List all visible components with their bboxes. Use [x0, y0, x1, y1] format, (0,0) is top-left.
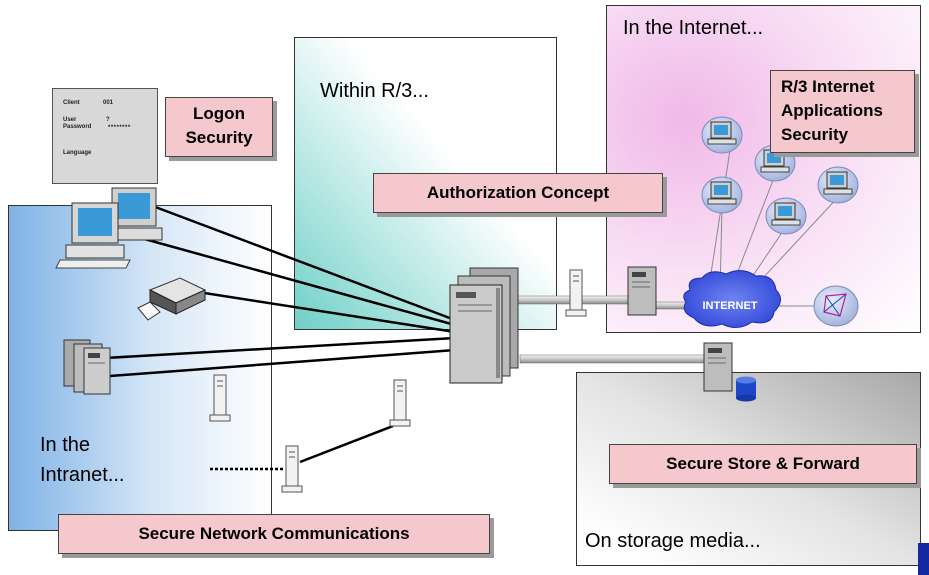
printer-icon	[137, 277, 207, 321]
tower-computer-icon	[209, 269, 587, 493]
internet-server-icon	[627, 266, 657, 316]
logon-security-line2: Security	[185, 128, 253, 147]
intranet-zone-label-line2: Intranet...	[40, 464, 125, 486]
secure-network-communications-box: Secure Network Communications	[58, 514, 490, 554]
central-server-icon	[449, 267, 519, 384]
secure-network-communications-label: Secure Network Communications	[138, 524, 410, 543]
internet-apps-line2: Applications	[781, 101, 884, 120]
internet-apps-line3: Security	[781, 125, 849, 144]
logon-security-line1: Logon	[193, 104, 245, 123]
internet-cloud-label: INTERNET	[703, 300, 758, 312]
secure-store-forward-label: Secure Store & Forward	[666, 454, 860, 473]
authorization-concept-label: Authorization Concept	[426, 183, 610, 202]
internet-client-icon	[817, 166, 859, 204]
database-icon	[736, 376, 756, 402]
network-globe-icon	[813, 285, 859, 327]
internet-apps-line1: R/3 Internet	[781, 77, 875, 96]
r3-zone-label: Within R/3...	[320, 80, 429, 102]
internet-cloud-icon: INTERNET	[683, 270, 781, 328]
authorization-concept-box: Authorization Concept	[373, 173, 663, 213]
logon-user-value: ?	[106, 117, 110, 123]
logon-client-value: 001	[103, 100, 114, 106]
logon-password-label: Password	[63, 124, 92, 130]
storage-server-icon	[703, 342, 733, 392]
desktop-computer-icon	[55, 187, 163, 269]
intranet-server-icon	[63, 339, 111, 395]
internet-client-icon	[701, 176, 743, 214]
intranet-zone-label-line1: In the	[40, 434, 91, 456]
logon-user-label: User	[63, 117, 77, 123]
secure-store-forward-box: Secure Store & Forward	[609, 444, 917, 484]
internet-client-icon	[701, 116, 743, 154]
pipe-to-storage	[519, 354, 711, 364]
logon-security-box: Logon Security	[165, 97, 273, 157]
storage-zone-label: On storage media...	[585, 530, 761, 552]
logon-client-label: Client	[63, 100, 80, 106]
intranet-links	[104, 203, 456, 471]
logon-language-label: Language	[63, 150, 92, 156]
internet-zone-label: In the Internet...	[623, 17, 764, 39]
logon-password-value: ********	[108, 125, 131, 131]
corner-mark	[918, 543, 929, 575]
logon-screen: Client 001 User ? Password ******** Lang…	[52, 88, 158, 184]
internet-client-icon	[765, 197, 807, 235]
internet-apps-security-box: R/3 Internet Applications Security	[770, 70, 915, 153]
pipe-to-cloud	[655, 301, 687, 310]
internet-client-icons	[701, 116, 859, 235]
